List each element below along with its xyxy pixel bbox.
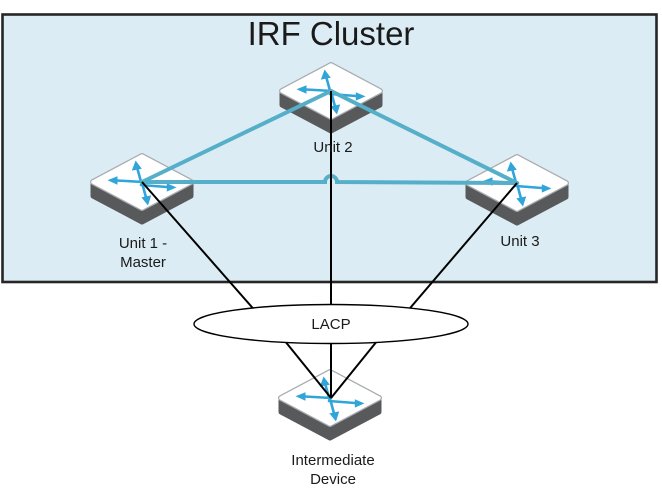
lacp-link-unit1-lacp <box>141 181 259 315</box>
unit1-label-line1: Unit 1 - <box>119 235 167 252</box>
unit1-label-line2: Master <box>120 254 166 271</box>
intermediate-label-line2: Device <box>310 471 356 488</box>
unit3-label: Unit 3 <box>500 233 539 250</box>
lacp-label: LACP <box>311 316 350 333</box>
irf-cluster-box <box>1 13 658 284</box>
irf-link-unit2-unit3 <box>329 89 519 185</box>
irf-link-unit1-unit2 <box>140 89 333 184</box>
lacp-link-unit3-lacp <box>404 182 518 315</box>
unit2-label: Unit 2 <box>313 139 352 156</box>
intermediate-label-line1: Intermediate <box>291 452 374 469</box>
lacp-ellipse <box>193 303 469 345</box>
cluster-title: IRF Cluster <box>248 15 415 52</box>
